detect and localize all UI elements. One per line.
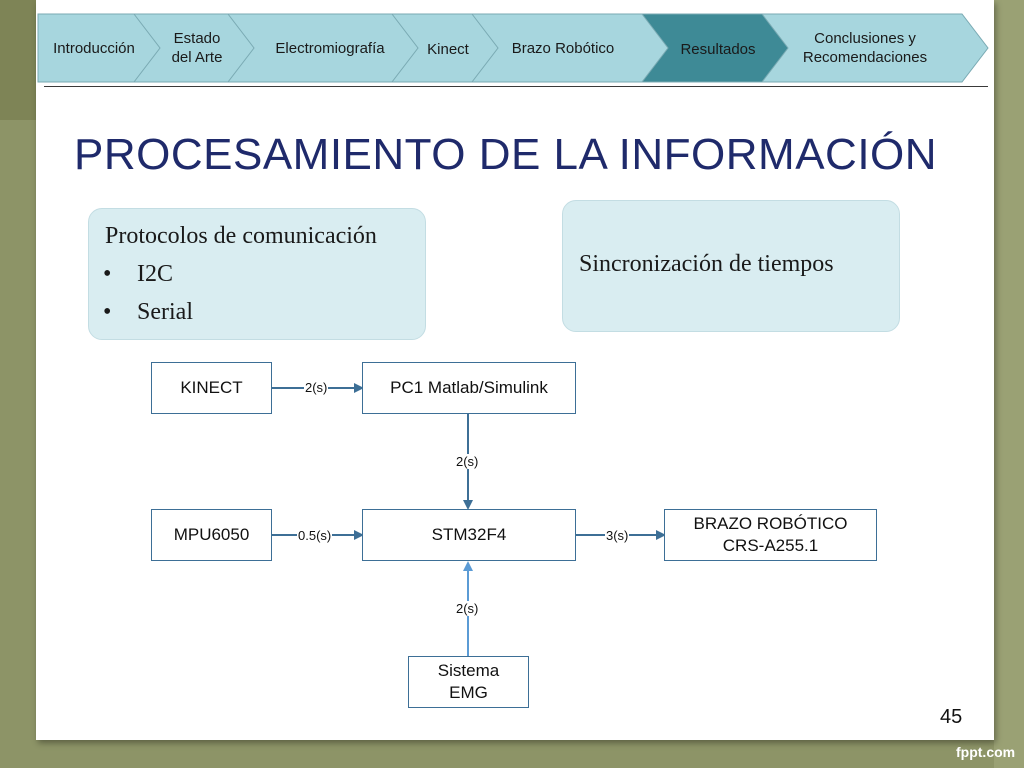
node-robotic-arm-line2: CRS-A255.1	[722, 536, 819, 555]
node-emg: Sistema EMG	[408, 656, 529, 708]
bullet-marker: •	[103, 261, 112, 287]
background-right-strip	[994, 0, 1024, 768]
node-pc1: PC1 Matlab/Simulink	[362, 362, 576, 414]
tab-introduccion[interactable]: Introducción	[53, 40, 135, 57]
node-mpu6050-label: MPU6050	[173, 525, 250, 544]
sync-box: Sincronización de tiempos	[562, 200, 900, 332]
edge-label-stm-arm: 3(s)	[605, 528, 630, 543]
bullet-marker: •	[103, 299, 112, 325]
sync-heading: Sincronización de tiempos	[579, 251, 834, 277]
page-title: PROCESAMIENTO DE LA INFORMACIÓN	[74, 130, 938, 179]
node-stm32f4: STM32F4	[362, 509, 576, 561]
protocols-box: Protocolos de comunicación • I2C • Serial	[88, 208, 426, 340]
bullet-text: Serial	[137, 299, 193, 325]
tab-brazo-robotico[interactable]: Brazo Robótico	[511, 40, 615, 57]
node-emg-line1: Sistema	[437, 661, 500, 680]
page-number: 45	[940, 706, 963, 728]
node-stm32f4-label: STM32F4	[431, 525, 507, 544]
tab-shape-conclusiones[interactable]	[760, 13, 989, 83]
edge-label-emg-stm: 2(s)	[455, 601, 480, 616]
background-left-lower	[0, 120, 36, 768]
bullet-item: • I2C	[103, 261, 173, 288]
node-pc1-label: PC1 Matlab/Simulink	[390, 378, 548, 397]
bullet-item: • Serial	[103, 299, 193, 326]
node-kinect: KINECT	[151, 362, 272, 414]
node-robotic-arm: BRAZO ROBÓTICO CRS-A255.1	[664, 509, 877, 561]
section-nav-shapes	[37, 13, 989, 83]
node-mpu6050: MPU6050	[151, 509, 272, 561]
edge-label-mpu-stm: 0.5(s)	[297, 528, 333, 543]
node-robotic-arm-line1: BRAZO ROBÓTICO	[693, 514, 848, 533]
edge-label-kinect-pc1: 2(s)	[304, 380, 329, 395]
bullet-text: I2C	[137, 261, 173, 287]
header-divider	[44, 86, 988, 87]
tab-resultados[interactable]: Resultados	[680, 41, 756, 58]
protocols-heading: Protocolos de comunicación	[105, 223, 377, 249]
tab-electromiografia[interactable]: Electromiografía	[275, 40, 385, 57]
tab-kinect[interactable]: Kinect	[427, 41, 469, 58]
edge-label-pc1-stm: 2(s)	[455, 454, 480, 469]
watermark-logo: fppt.com	[956, 744, 1016, 760]
node-kinect-label: KINECT	[180, 378, 243, 397]
node-emg-line2: EMG	[449, 683, 488, 702]
tab-estado-del-arte[interactable]: Estado del Arte	[171, 30, 223, 66]
tab-conclusiones[interactable]: Conclusiones y Recomendaciones	[802, 30, 928, 66]
section-nav: Introducción Estado del Arte Electromiog…	[0, 0, 1024, 90]
